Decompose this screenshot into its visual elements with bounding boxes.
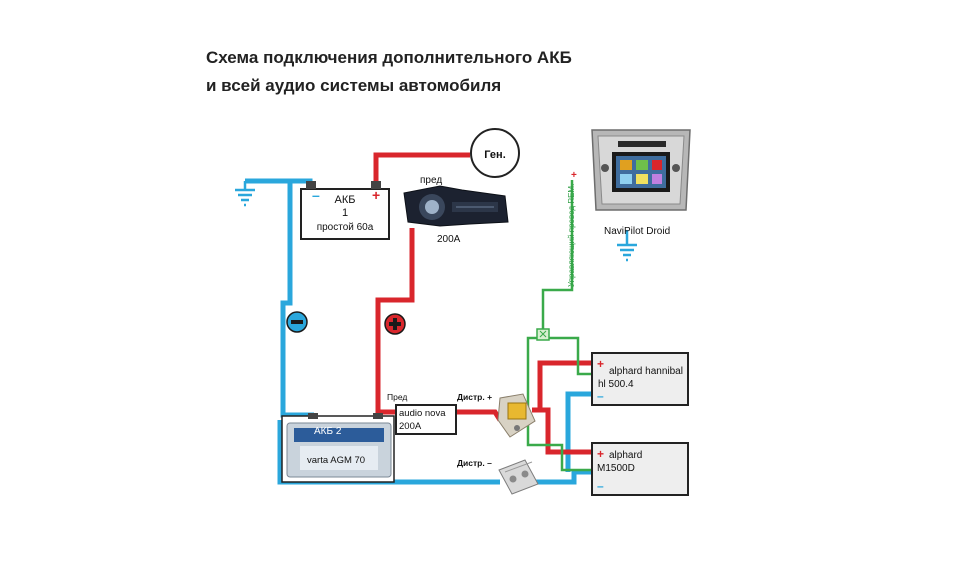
battery1-box (300, 188, 390, 240)
battery1-positive-terminal (371, 181, 381, 189)
fuse1-rating: 200А (437, 234, 461, 245)
amp1-plus-sign: + (597, 357, 604, 371)
generator-wire (373, 152, 470, 188)
battery1-spec: простой 60а (317, 222, 374, 233)
amp1-name-line2: hl 500.4 (598, 379, 634, 390)
amp1-positive-wire (537, 360, 592, 410)
amp1-minus-sign: – (597, 389, 604, 403)
battery2-negative-wire (277, 420, 500, 485)
battery1-ground-wire (245, 178, 313, 187)
fuse1-label: пред (420, 175, 442, 186)
head-unit-icon (591, 129, 691, 211)
amp2-negative-wire (536, 469, 592, 485)
rem-amp1-wire (546, 336, 592, 376)
battery1-name: АКБ (335, 194, 356, 206)
rem-splitter-mark (539, 330, 547, 338)
ground-icon (235, 181, 255, 207)
battery1-minus-sign: – (312, 187, 320, 203)
rem-plus-sign: + (571, 170, 577, 181)
amp2-box (591, 442, 689, 496)
battery1-negative-terminal (306, 181, 316, 189)
rem-wire-label: Управляющий провод REM. (567, 184, 576, 287)
battery1-plus-sign: + (372, 187, 380, 203)
fuse1-icon (403, 185, 509, 227)
battery2-sticker: АКБ 2 (314, 426, 342, 437)
positive-interconnect-wire (375, 228, 415, 413)
amp2-name-line1: alphard (609, 450, 642, 461)
fuse2-box (395, 404, 457, 435)
fuse2-name: audio nova (399, 408, 446, 419)
distribution-minus-label: Дистр. – (457, 458, 492, 468)
positive-wires (373, 152, 592, 455)
fuse2-output-wire (456, 409, 503, 422)
diagram-title-line1: Схема подключения дополнительного АКБ (206, 48, 572, 67)
amp2-minus-sign: – (597, 479, 604, 493)
rem-amp2-wire (526, 336, 592, 472)
head-unit-label: NaviPilot Droid (604, 226, 670, 237)
battery2-brand-model: varta AGM 70 (307, 455, 365, 466)
amp1-negative-wire (565, 391, 592, 472)
amp1-box (591, 352, 689, 406)
distribution-minus-icon (498, 459, 539, 495)
amp2-plus-sign: + (597, 447, 604, 461)
fuse2-pre-label: Пред (387, 392, 407, 402)
amp2-name-line2: M1500D (597, 463, 635, 474)
remote-wires (526, 180, 592, 472)
distribution-plus-icon (497, 393, 536, 438)
diagram-title-line2: и всей аудио системы автомобиля (206, 76, 502, 95)
battery2-icon (281, 413, 395, 483)
amp1-name-line1: alphard hannibal (609, 366, 683, 377)
fuse2-rating: 200А (399, 421, 422, 432)
rem-main-wire (541, 180, 574, 330)
negative-indicator-bar (291, 320, 303, 324)
ground-icon (617, 230, 637, 262)
battery1-number: 1 (342, 207, 348, 219)
negative-interconnect-wire (280, 182, 314, 418)
generator-label: Ген. (484, 149, 506, 161)
generator-icon (470, 128, 520, 178)
distribution-plus-label: Дистр. + (457, 392, 492, 402)
